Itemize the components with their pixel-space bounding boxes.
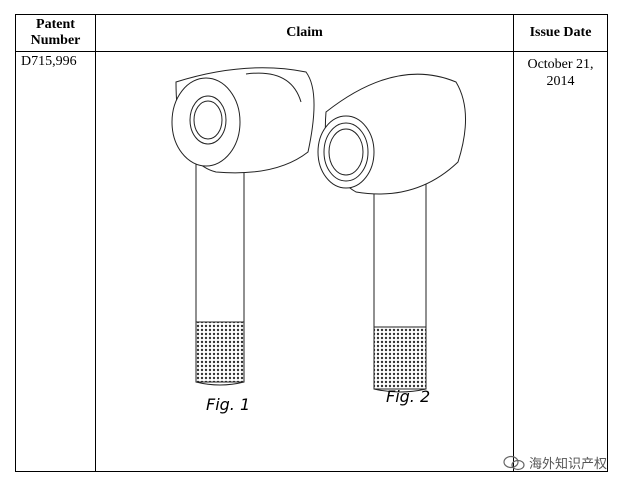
table-row: D715,996 [15, 51, 608, 472]
fig2-label: Fig. 2 [386, 387, 430, 406]
wechat-icon [503, 455, 525, 470]
header-issue-date: Issue Date [513, 14, 608, 52]
patent-number-cell: D715,996 [15, 51, 96, 472]
patent-table: Patent Number Claim Issue Date D715,996 [15, 14, 608, 472]
header-claim: Claim [95, 14, 514, 52]
fig2-drawing [317, 73, 466, 393]
watermark: 海外知识产权 [503, 453, 607, 472]
issue-date-cell: October 21, 2014 [513, 51, 608, 472]
claim-cell: Fig. 1 Fig. 2 [95, 51, 514, 472]
watermark-text: 海外知识产权 [528, 457, 607, 472]
header-patent-number: Patent Number [15, 14, 96, 52]
design-drawing: Fig. 1 Fig. 2 [171, 67, 466, 414]
fig1-drawing [171, 67, 315, 386]
fig1-label: Fig. 1 [206, 395, 250, 414]
header-row: Patent Number Claim Issue Date [15, 14, 608, 52]
